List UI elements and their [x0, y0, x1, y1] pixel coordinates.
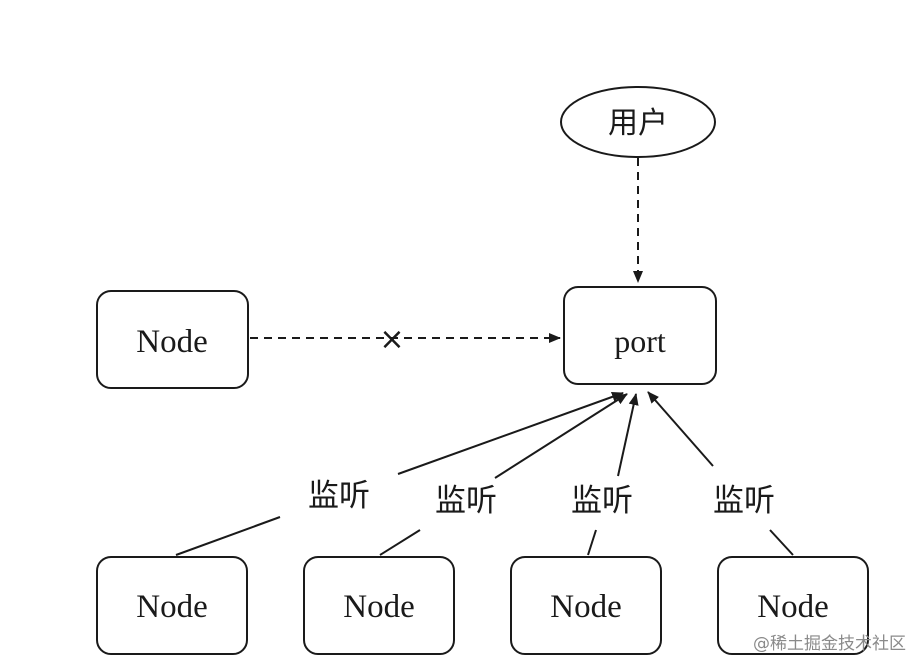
listen-edge-1: 监听	[175, 392, 624, 556]
listen-edge-4: 监听	[647, 391, 794, 556]
listen-edge-label: 监听	[571, 483, 633, 519]
port-node-label: port	[614, 323, 666, 359]
listen-node-2: Node	[303, 556, 455, 655]
listen-edge-2: 监听	[379, 393, 628, 556]
blocked-node: Node	[96, 290, 249, 389]
user-node: 用户	[560, 86, 716, 158]
listen-node-3: Node	[510, 556, 662, 655]
listen-edge-label: 监听	[713, 483, 775, 519]
blocked-marker: ×	[379, 322, 404, 357]
port-node: port	[563, 286, 717, 385]
listen-node-label: Node	[550, 589, 621, 625]
listen-edge-label: 监听	[435, 483, 497, 519]
listen-node-label: Node	[136, 589, 207, 625]
listen-edge-3: 监听	[571, 393, 639, 556]
user-node-label: 用户	[608, 106, 668, 141]
listen-edge-label: 监听	[308, 478, 370, 514]
listen-node-label: Node	[343, 589, 414, 625]
watermark: @稀土掘金技术社区	[753, 634, 906, 654]
listen-node-label: Node	[757, 589, 828, 625]
blocked-node-label: Node	[136, 324, 207, 360]
listen-node-4: Node	[717, 556, 869, 655]
listen-node-1: Node	[96, 556, 248, 655]
